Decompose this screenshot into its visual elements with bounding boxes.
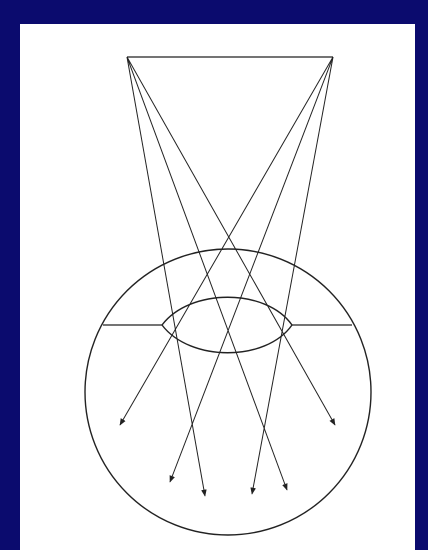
eyeball-circle bbox=[85, 249, 371, 535]
ray-left-3 bbox=[127, 57, 205, 496]
ray-left-2 bbox=[127, 57, 287, 490]
lens bbox=[162, 297, 292, 353]
ray-right-2 bbox=[170, 57, 333, 482]
ray-left-1 bbox=[127, 57, 335, 425]
ray-right-1 bbox=[120, 57, 333, 425]
ray-right-3 bbox=[252, 57, 333, 494]
